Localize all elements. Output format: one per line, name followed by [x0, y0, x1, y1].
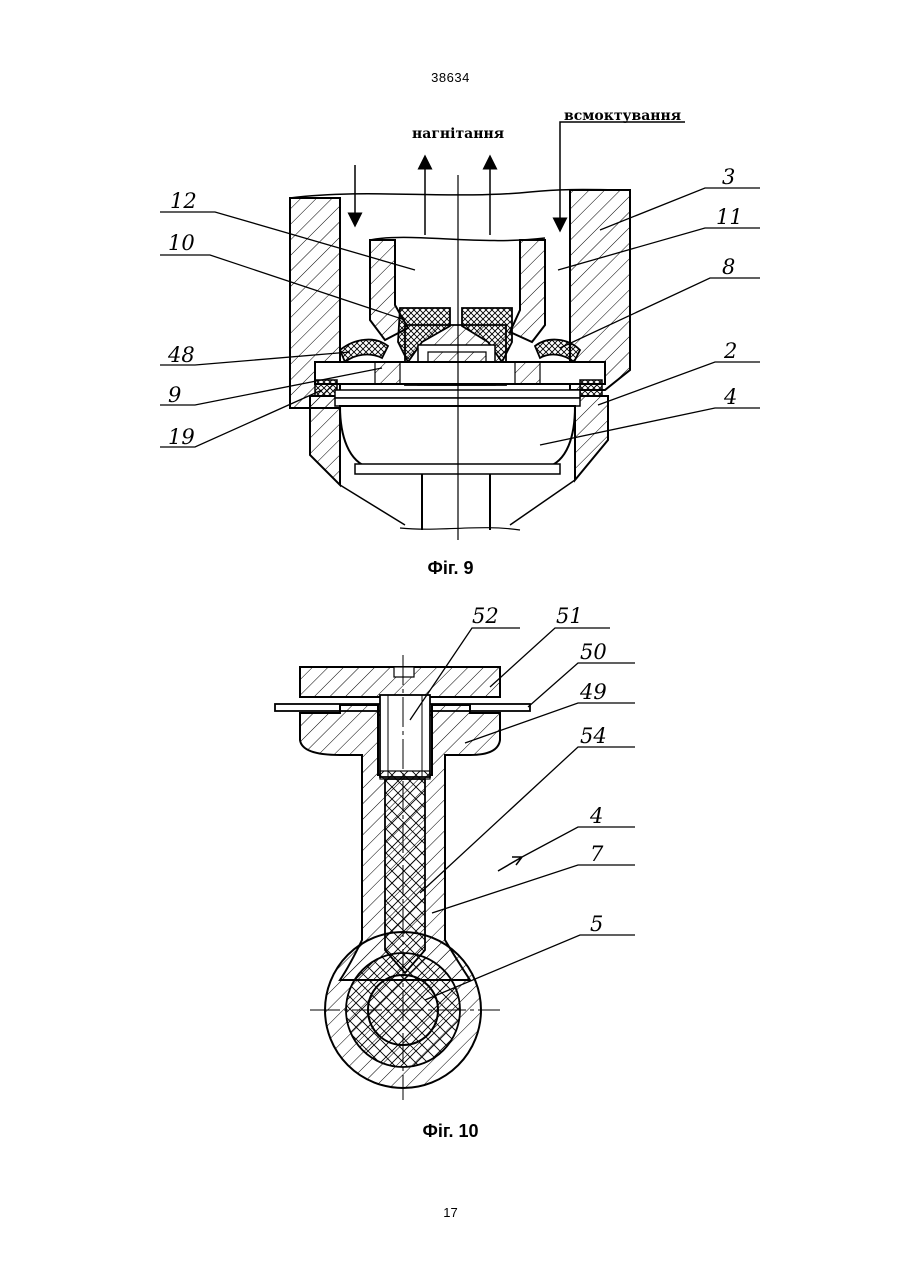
- intake-label: всмоктування: [564, 108, 681, 124]
- label-50: 50: [580, 640, 607, 664]
- label-2: 2: [723, 339, 737, 363]
- label-8: 8: [722, 255, 735, 279]
- left-o-ring: [315, 380, 337, 396]
- figure-9-caption: Фіг. 9: [0, 558, 901, 579]
- left-ring-seal: [340, 340, 388, 362]
- label-4: 4: [723, 385, 737, 409]
- label-7: 7: [590, 842, 604, 866]
- document-number: 38634: [0, 70, 901, 85]
- label-4: 4: [589, 804, 603, 828]
- label-11: 11: [716, 205, 743, 229]
- discharge-label: нагнітання: [412, 126, 504, 142]
- figure-10-caption: Фіг. 10: [0, 1121, 901, 1142]
- label-10: 10: [168, 231, 195, 255]
- figure-9-drawing: нагнітання всмоктування 12 10 48 9 19 3 …: [150, 100, 760, 545]
- label-19: 19: [168, 425, 195, 449]
- label-3: 3: [722, 165, 735, 189]
- label-52: 52: [472, 604, 499, 628]
- label-54: 54: [580, 724, 607, 748]
- cylinder-right-wall: [575, 396, 608, 480]
- direction-arrow: [498, 857, 522, 871]
- label-48: 48: [167, 343, 195, 367]
- label-5: 5: [590, 912, 603, 936]
- cylinder-left-wall: [310, 396, 340, 485]
- page-number: 17: [0, 1205, 901, 1220]
- label-12: 12: [170, 189, 197, 213]
- right-o-ring: [580, 380, 602, 396]
- label-49: 49: [579, 680, 607, 704]
- housing-right-wall: [570, 190, 630, 390]
- label-51: 51: [556, 604, 583, 628]
- label-9: 9: [168, 383, 181, 407]
- threaded-bolt: [380, 695, 430, 779]
- figure-10-drawing: 52 51 50 49 54 4 7 5: [260, 595, 640, 1110]
